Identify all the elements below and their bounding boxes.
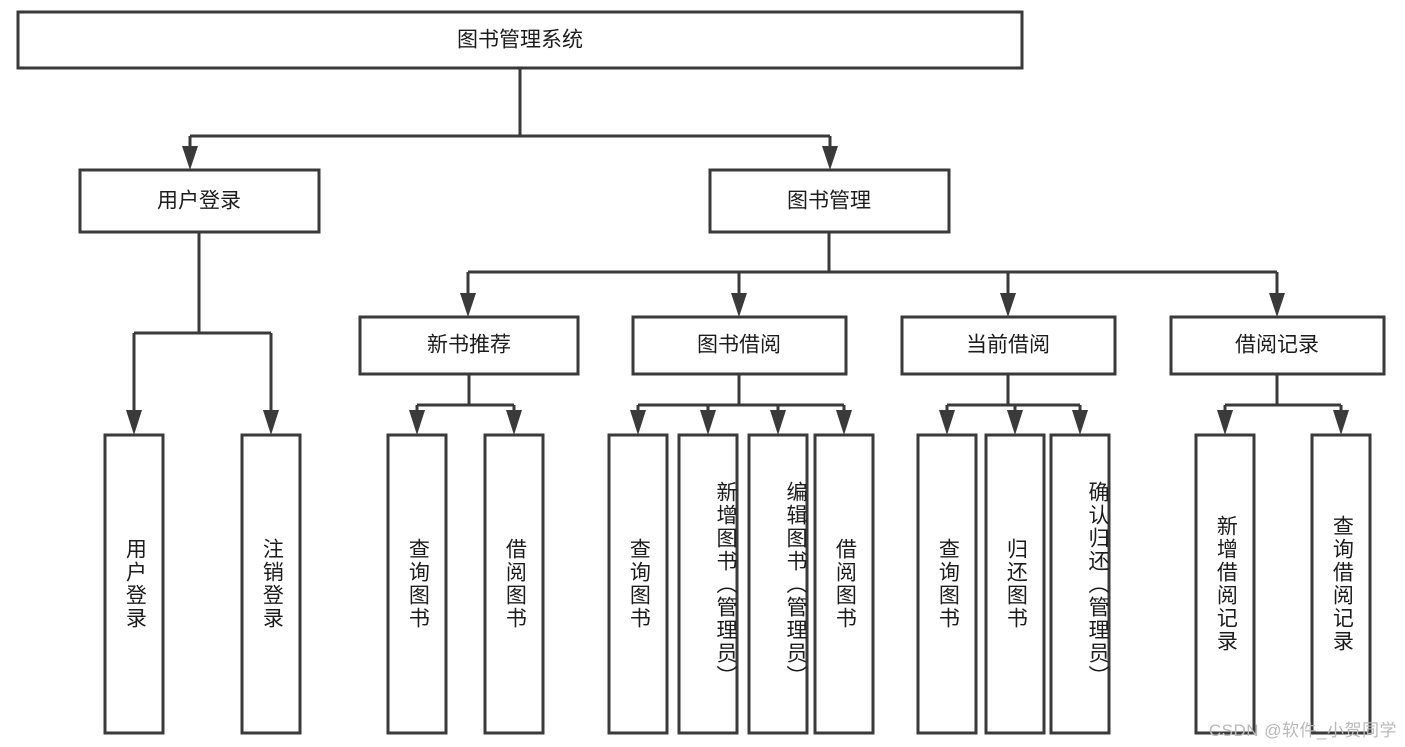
node-box-leaf-add-book-admin[interactable] <box>677 433 739 735</box>
node-box-leaf-edit-book-admin[interactable] <box>747 433 809 735</box>
arrow-head-icon <box>182 146 198 170</box>
node-box-leaf-add-borrow-record[interactable] <box>1194 433 1256 735</box>
arrow-head-icon <box>263 410 279 435</box>
arrow-head-icon <box>700 410 716 435</box>
node-box-new-book-recommend[interactable] <box>358 315 580 376</box>
connector-group-current-borrow <box>939 374 1088 435</box>
arrow-head-icon <box>731 293 747 317</box>
arrow-head-icon <box>1000 293 1016 317</box>
arrow-head-icon <box>126 410 142 435</box>
connector-group-borrow <box>630 374 852 435</box>
node-box-root[interactable] <box>16 10 1024 70</box>
arrow-head-icon <box>836 410 852 435</box>
connector-group-book-mgmt <box>460 232 1285 317</box>
node-label-root: 图书管理系统 <box>457 29 583 52</box>
arrow-head-icon <box>460 293 476 317</box>
node-label-book-borrow: 图书借阅 <box>697 334 781 357</box>
node-label-new-book-recommend: 新书推荐 <box>427 334 511 357</box>
arrow-head-icon <box>630 410 646 435</box>
connector-group-root <box>182 68 838 170</box>
arrow-head-icon <box>939 410 955 435</box>
node-box-leaf-query-book-1[interactable] <box>386 433 448 735</box>
arrow-head-icon <box>1217 410 1233 435</box>
node-box-book-borrow[interactable] <box>631 315 848 376</box>
node-box-leaf-return-book[interactable] <box>984 433 1046 735</box>
node-box-leaf-query-borrow-record[interactable] <box>1310 433 1372 735</box>
node-box-leaf-user-login[interactable] <box>103 433 165 735</box>
node-box-leaf-confirm-return-admin[interactable] <box>1049 433 1111 735</box>
node-label-borrow-record: 借阅记录 <box>1235 334 1319 357</box>
node-label-book-management: 图书管理 <box>787 190 871 213</box>
node-box-current-borrow[interactable] <box>900 315 1117 376</box>
arrow-head-icon <box>1007 410 1023 435</box>
arrow-head-icon <box>409 410 425 435</box>
node-box-leaf-query-book-2[interactable] <box>607 433 669 735</box>
node-box-leaf-query-book-3[interactable] <box>916 433 978 735</box>
arrow-head-icon <box>506 410 522 435</box>
node-box-leaf-borrow-book-1[interactable] <box>483 433 545 735</box>
node-box-leaf-logout[interactable] <box>240 433 302 735</box>
arrow-head-icon <box>822 146 838 170</box>
node-label-user-login: 用户登录 <box>157 190 241 213</box>
connector-group-user-login <box>126 232 279 435</box>
arrow-head-icon <box>1333 410 1349 435</box>
watermark-text: CSDN @软件_小贺同学 <box>1208 721 1397 740</box>
node-box-book-management[interactable] <box>708 168 951 234</box>
node-box-borrow-record[interactable] <box>1169 315 1386 376</box>
arrow-head-icon <box>770 410 786 435</box>
connector-group-new-book <box>409 374 522 435</box>
arrow-head-icon <box>1072 410 1088 435</box>
node-label-current-borrow: 当前借阅 <box>966 334 1050 357</box>
node-box-user-login[interactable] <box>78 168 321 234</box>
connector-group-borrow-record <box>1217 374 1349 435</box>
arrow-head-icon <box>1269 293 1285 317</box>
node-box-leaf-borrow-book-2[interactable] <box>813 433 875 735</box>
